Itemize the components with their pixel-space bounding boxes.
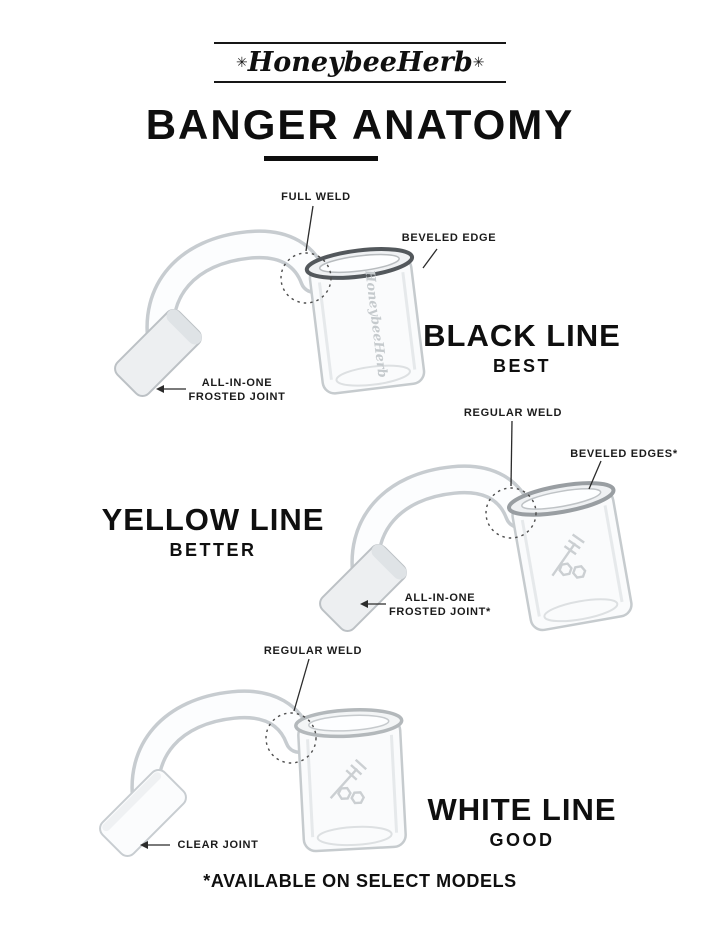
glass-wall-left [520, 519, 541, 617]
rim-inner [308, 714, 390, 732]
white-line-grade: GOOD [489, 830, 555, 850]
brand-rule-top [214, 42, 506, 44]
rim-inner [521, 488, 602, 510]
glass-wall-right [603, 505, 624, 603]
callout-beveled-edge: BEVELED EDGE [401, 232, 497, 244]
decorative-star-right-icon: ✳ [472, 54, 485, 70]
callout-regular-weld-white: REGULAR WELD [263, 645, 363, 657]
callout-all-in-one-select-line1: ALL-IN-ONE [404, 592, 476, 604]
joint-band [166, 309, 202, 345]
callout-all-in-one-line2: FROSTED JOINT [188, 391, 286, 403]
clear-joint-shape [99, 769, 187, 857]
glass-wall-right [389, 734, 399, 833]
black-line-banger-illustration: HoneybeeHerb [114, 229, 426, 397]
callout-clear-joint: CLEAR JOINT [177, 839, 259, 851]
yellow-line-banger-illustration [319, 464, 633, 632]
white-line-title: WHITE LINE [427, 792, 617, 827]
callout-regular-weld-yellow: REGULAR WELD [463, 407, 563, 419]
brand-rule-bottom [214, 81, 506, 83]
brand-row: ✳ HoneybeeHerb ✳ [214, 44, 506, 81]
banger-arm-inner [148, 232, 326, 357]
joint-body [99, 769, 187, 857]
callout-all-in-one-select-line2: FROSTED JOINT* [388, 606, 492, 618]
weld-indicator-circle [280, 252, 332, 304]
title-underline [264, 156, 378, 161]
bucket-bottom [316, 825, 393, 847]
callout-full-weld: FULL WELD [281, 191, 351, 203]
callout-all-in-one-frosted-joint-select: ALL-IN-ONE FROSTED JOINT* [389, 591, 491, 619]
callout-all-in-one-line1: ALL-IN-ONE [201, 377, 273, 389]
weld-indicator-circle [485, 487, 537, 539]
brand-header: ✳ HoneybeeHerb ✳ [214, 42, 506, 83]
banger-arm-inner [133, 692, 311, 817]
brand-logo-text: HoneybeeHerb [247, 47, 473, 78]
frosted-joint-shape [114, 309, 202, 397]
glass-wall-left [317, 282, 333, 380]
bucket-bottom [335, 364, 411, 387]
rim-inner [318, 253, 400, 274]
bucket-shape [506, 481, 633, 632]
decorative-star-left-icon: ✳ [236, 54, 248, 70]
black-line-grade: BEST [492, 356, 552, 376]
glass-wall-right [401, 272, 417, 370]
bucket-bottom [543, 598, 619, 623]
yellow-line-grade: BETTER [169, 540, 257, 560]
white-line-banger-illustration [99, 689, 407, 857]
watermark-honey-dipper-icon [329, 758, 367, 805]
joint-band [371, 544, 407, 580]
banger-arm-inner [353, 467, 531, 592]
black-line-title: BLACK LINE [423, 318, 621, 353]
watermark-honey-dipper-icon [551, 533, 587, 579]
callout-all-in-one-frosted-joint: ALL-IN-ONE FROSTED JOINT [188, 376, 285, 404]
weld-indicator-circle [265, 712, 317, 764]
yellow-line-title: YELLOW LINE [101, 502, 325, 537]
joint-highlight [102, 772, 162, 832]
page-title: BANGER ANATOMY [145, 101, 575, 148]
availability-note: *AVAILABLE ON SELECT MODELS [203, 871, 517, 891]
bucket-shape [294, 708, 407, 853]
callout-beveled-edges-select: BEVELED EDGES* [570, 448, 678, 460]
bucket-shape: HoneybeeHerb [304, 247, 426, 395]
